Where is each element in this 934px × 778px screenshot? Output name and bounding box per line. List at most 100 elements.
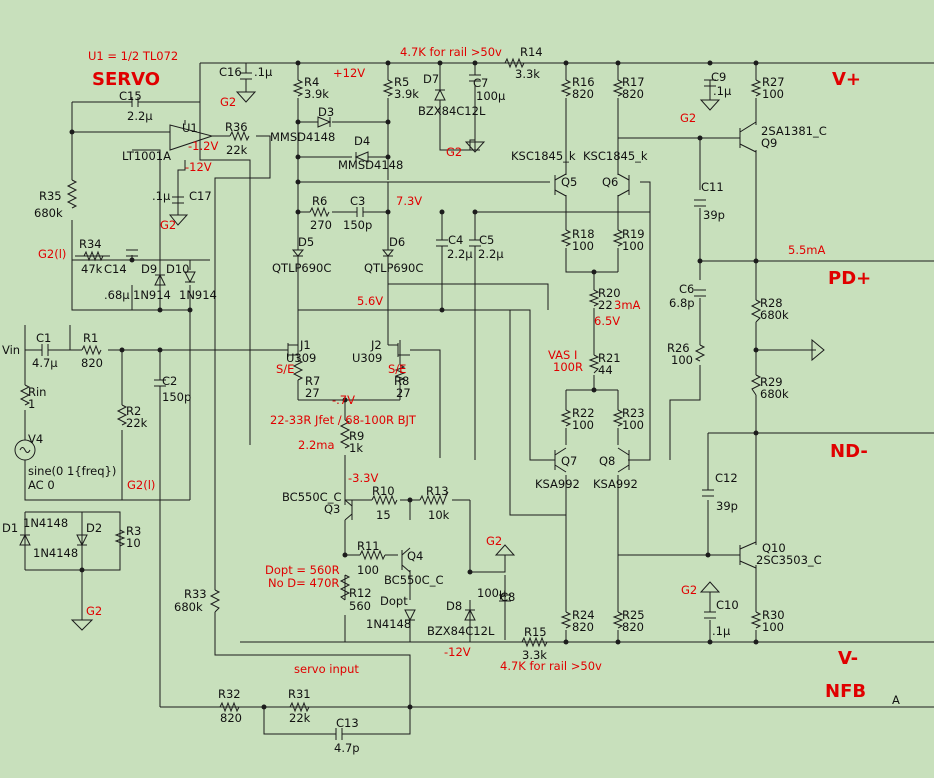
part-val-d10: 1N914 <box>179 288 217 302</box>
part-ref-q5: Q5 <box>561 175 577 189</box>
resistor-r14 <box>504 57 525 69</box>
part-val-r8: 27 <box>396 386 411 400</box>
part-ref-r7: R7 <box>305 374 320 388</box>
part-val-r4: 3.9k <box>304 87 329 101</box>
junction <box>119 347 125 353</box>
part-ref-c14: C14 <box>104 262 127 276</box>
resistor-r20 <box>588 289 600 307</box>
part-ref-c17: C17 <box>189 189 212 203</box>
junction <box>697 258 703 264</box>
part-val-r6: 270 <box>310 218 332 232</box>
resistor-r7 <box>292 359 304 381</box>
bjt-q10 <box>739 541 757 569</box>
part-ref-d5: D5 <box>298 235 314 249</box>
junction <box>591 387 597 393</box>
part-ref-r2: R2 <box>126 404 141 418</box>
part-val-c10: .1µ <box>712 624 731 638</box>
diode-d8 <box>464 608 476 621</box>
part-ref-c15: C15 <box>119 89 142 103</box>
part-ref-r21: R21 <box>598 351 621 365</box>
part-ref-r1: R1 <box>83 331 98 345</box>
part-val-c5: 2.2µ <box>478 247 504 261</box>
junction <box>697 135 703 141</box>
part-ref-dopt: Dopt <box>380 594 408 608</box>
bjt-q8 <box>617 447 630 473</box>
part-ref-r8: R8 <box>394 374 409 388</box>
part-ref-r15: R15 <box>524 625 547 639</box>
net-g2: G2 <box>680 111 696 125</box>
part-ref-q4: Q4 <box>407 549 423 563</box>
part-ref-r24: R24 <box>572 608 595 622</box>
part-ref-d9: D9 <box>141 262 157 276</box>
junction <box>129 257 135 263</box>
part-ref-r23: R23 <box>622 406 645 420</box>
part-val-r9: 1k <box>349 441 363 455</box>
part-ref-r3: R3 <box>126 524 141 538</box>
servo-title: SERVO <box>92 69 160 90</box>
diode-d5 <box>291 249 305 257</box>
junction <box>385 154 391 160</box>
net-g2: G2 <box>160 218 176 232</box>
resistor-r19 <box>612 229 624 247</box>
voltage-p12: +12V <box>333 66 365 80</box>
junction <box>342 552 348 558</box>
capacitor-c5 <box>469 239 481 256</box>
net-nfb: NFB <box>825 681 866 702</box>
part-val-q8: KSA992 <box>593 477 638 491</box>
part-ref-r30: R30 <box>762 608 785 622</box>
part-ref-c5: C5 <box>479 233 494 247</box>
part-ref-r32: R32 <box>218 687 241 701</box>
part-val-d6: QTLP690C <box>364 261 423 275</box>
part-val-r23: 100 <box>622 418 644 432</box>
part-ref-c1: C1 <box>36 331 51 345</box>
part-ref-c2: C2 <box>162 374 177 388</box>
part-val-d2: 1N4148 <box>33 546 78 560</box>
part-val-c12: 39p <box>716 499 738 513</box>
part-ref-r20: R20 <box>598 286 621 300</box>
part-ref-c3: C3 <box>350 194 365 208</box>
part-ref-d1: D1 <box>2 521 18 535</box>
diode-d4 <box>354 151 369 163</box>
part-val-dopt: 1N4148 <box>366 617 411 631</box>
part-ref-c16: C16 <box>219 65 242 79</box>
ground-symbol <box>494 544 516 556</box>
junction <box>342 397 348 403</box>
resistor-r3 <box>114 529 126 547</box>
part-val-r19: 100 <box>622 239 644 253</box>
bjt-q3 <box>344 499 353 521</box>
part-val-rin: 1 <box>28 397 35 411</box>
ground-symbol <box>168 214 189 226</box>
resistor-r27 <box>750 79 762 97</box>
voltage-m12b: -12V <box>444 645 471 659</box>
capacitor-c7 <box>469 74 481 82</box>
part-val-d9: 1N914 <box>133 288 171 302</box>
vas-current: VAS I <box>548 348 577 362</box>
diode-d1 <box>19 533 31 546</box>
part-ref-q9: Q9 <box>761 136 777 150</box>
capacitor-c1 <box>41 344 49 356</box>
capacitor-c11 <box>694 199 706 207</box>
part-ref-c9: C9 <box>711 70 726 84</box>
ground-symbol <box>699 581 721 593</box>
part-val-c16: .1µ <box>254 65 273 79</box>
junctions <box>69 60 759 710</box>
capacitor-c17 <box>172 196 184 204</box>
voltage-m0-7: -.7V <box>332 393 355 407</box>
junction <box>295 119 301 125</box>
part-val-r33: 680k <box>174 600 203 614</box>
resistor-r30 <box>750 611 762 629</box>
junction <box>385 209 391 215</box>
resistor-r9 <box>339 419 351 449</box>
part-val-r30: 100 <box>762 620 784 634</box>
junction <box>157 347 163 353</box>
part-val-r15: 3.3k <box>522 648 547 662</box>
part-ref-rin: Rin <box>28 385 46 399</box>
part-val-c15: 2.2µ <box>127 109 153 123</box>
capacitor-c2 <box>154 379 166 395</box>
part-ref-u1: U1 <box>182 121 198 135</box>
part-val-r10: 15 <box>376 508 391 522</box>
resistor-r1 <box>81 344 102 356</box>
source-v4 <box>14 439 36 461</box>
bjt-q7 <box>554 447 567 473</box>
